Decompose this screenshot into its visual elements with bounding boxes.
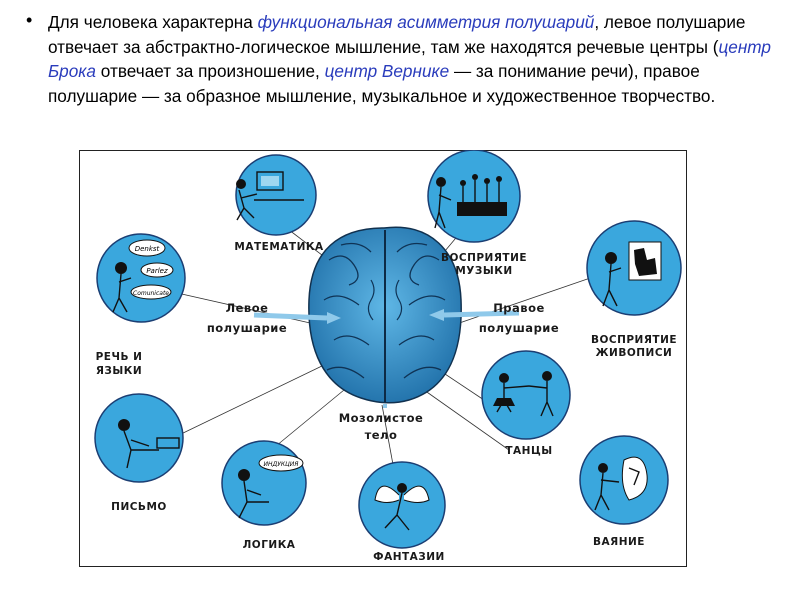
label-logic: ЛОГИКА [243, 539, 296, 551]
label-speech-2: ЯЗЫКИ [96, 365, 142, 377]
label-right-hemisphere-2: полушарие [479, 321, 559, 335]
circle-logic [222, 441, 306, 525]
label-painting-1: ВОСПРИЯТИЕ [591, 334, 677, 346]
label-music-1: ВОСПРИЯТИЕ [441, 252, 527, 264]
label-corpus-callosum-1: Мозолистое [339, 411, 424, 425]
bubble-parlez: Parlez [146, 267, 168, 275]
term-functional-asymmetry: функциональная асимметрия полушарий [258, 12, 595, 32]
circle-math [236, 155, 316, 235]
bubble-induction: ИНДУКЦИЯ [264, 461, 299, 468]
label-math: МАТЕМАТИКА [234, 241, 324, 253]
label-music-2: МУЗЫКИ [455, 265, 512, 277]
label-dance: ТАНЦЫ [505, 445, 552, 457]
text-part-3: отвечает за произношение, [96, 61, 325, 81]
bubble-comunicate: Comunicate [133, 290, 169, 297]
label-writing: ПИСЬМО [111, 501, 167, 513]
bullet-block: • Для человека характерна функциональная… [22, 10, 782, 108]
label-left-hemisphere-2: полушарие [207, 321, 287, 335]
circle-dance [482, 351, 570, 439]
label-speech-1: РЕЧЬ И [96, 351, 143, 363]
bullet-paragraph: Для человека характерна функциональная а… [48, 10, 782, 108]
term-wernicke-center: центр Вернике [325, 61, 450, 81]
diagram-svg: Denkst Parlez Comunicate ИНДУКЦИЯ [79, 150, 687, 567]
text-part-1: Для человека характерна [48, 12, 258, 32]
bullet-dot: • [26, 10, 32, 31]
label-left-hemisphere-1: Левое [226, 301, 269, 315]
circle-fantasy [359, 462, 445, 548]
label-painting-2: ЖИВОПИСИ [596, 347, 673, 359]
label-fantasy: ФАНТАЗИИ [373, 551, 445, 563]
label-sculpture: ВАЯНИЕ [593, 536, 645, 548]
brain-functions-diagram: Denkst Parlez Comunicate ИНДУКЦИЯ [79, 150, 687, 567]
label-corpus-callosum-2: тело [365, 428, 398, 442]
bubble-denkst: Denkst [135, 245, 160, 253]
label-right-hemisphere-1: Правое [493, 301, 545, 315]
